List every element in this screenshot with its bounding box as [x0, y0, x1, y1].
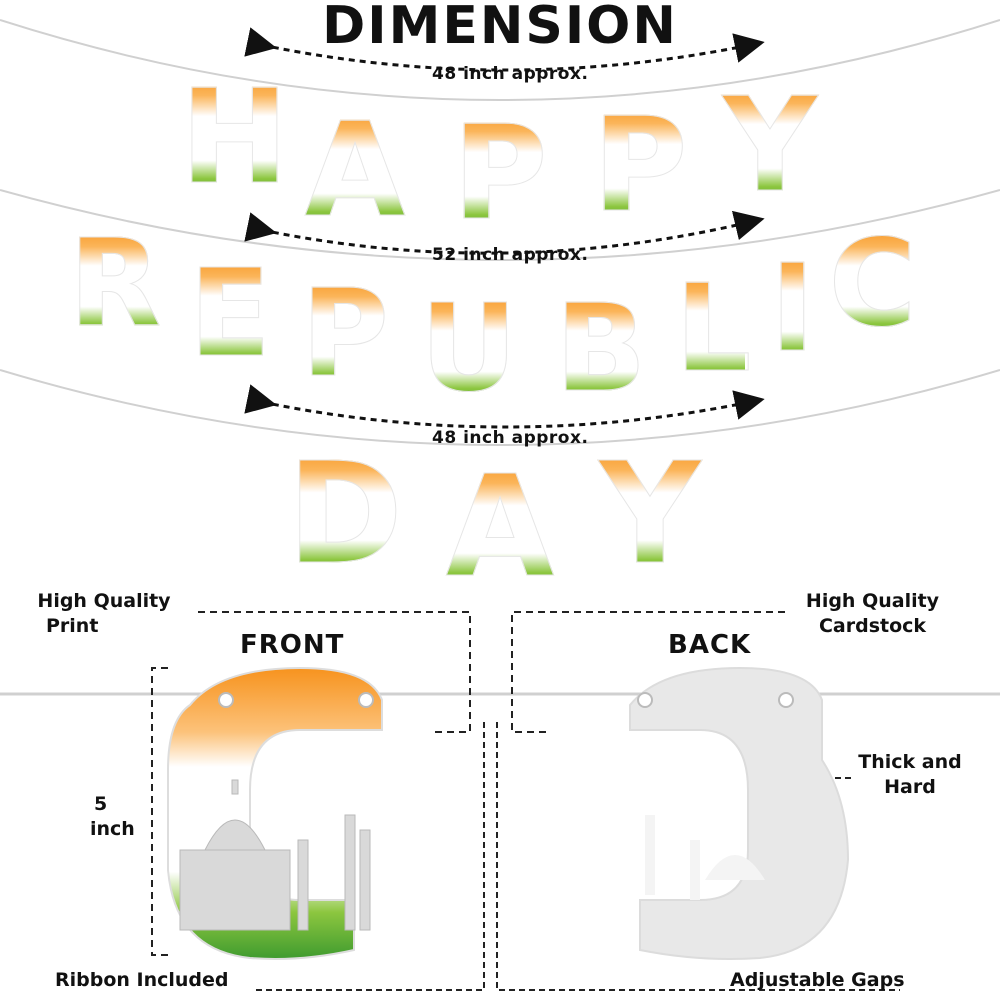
banner-letter: Y [585, 444, 715, 585]
callout-print [198, 611, 471, 733]
back-letter-c [629, 666, 850, 960]
dimension-label-row3: 48 inch approx. [432, 428, 589, 448]
banner-letter: R [65, 224, 165, 345]
banner-letter: H [180, 61, 290, 213]
callout-cardstock [511, 611, 785, 733]
string-row3 [0, 369, 1000, 446]
banner-letter: D [280, 444, 410, 585]
adjustable-gaps-label: Adjustable Gaps [730, 969, 905, 991]
back-heading: BACK [668, 630, 752, 660]
front-heading: FRONT [240, 630, 345, 660]
callout-ribbon [255, 722, 485, 991]
banner-letter: P [450, 108, 550, 239]
callout-height [151, 667, 168, 956]
banner-letter: L [675, 260, 752, 399]
dimension-arrow-row3 [244, 384, 765, 429]
banner-letter: A [430, 457, 570, 598]
print-quality-label: High Quality Print [37, 590, 171, 637]
string-row2 [0, 189, 1000, 261]
dimension-label-row1: 48 inch approx. [432, 64, 589, 84]
banner-letter: P [590, 100, 690, 231]
banner-letter: Y [715, 80, 825, 211]
string-row1 [0, 19, 1000, 101]
dimension-label-row2: 52 inch approx. [432, 245, 589, 265]
banner-letter: B [555, 280, 647, 419]
cardstock-quality-label: High Quality Cardstock [805, 590, 940, 637]
front-letter-c [167, 666, 383, 960]
banner-letter: I [765, 249, 820, 370]
dimension-arrow-row1 [244, 27, 765, 72]
height-label: 5 inch [90, 793, 135, 840]
thickness-label: Thick and Hard [858, 751, 962, 798]
banner-letter: E [185, 254, 275, 375]
ribbon-included-label: Ribbon Included [55, 969, 229, 991]
banner-letter: C [825, 224, 920, 345]
dimension-arrow-row2 [244, 210, 765, 255]
banner-letter: P [301, 265, 390, 404]
banner-letter: U [420, 280, 518, 419]
banner-letter: A [300, 105, 410, 236]
